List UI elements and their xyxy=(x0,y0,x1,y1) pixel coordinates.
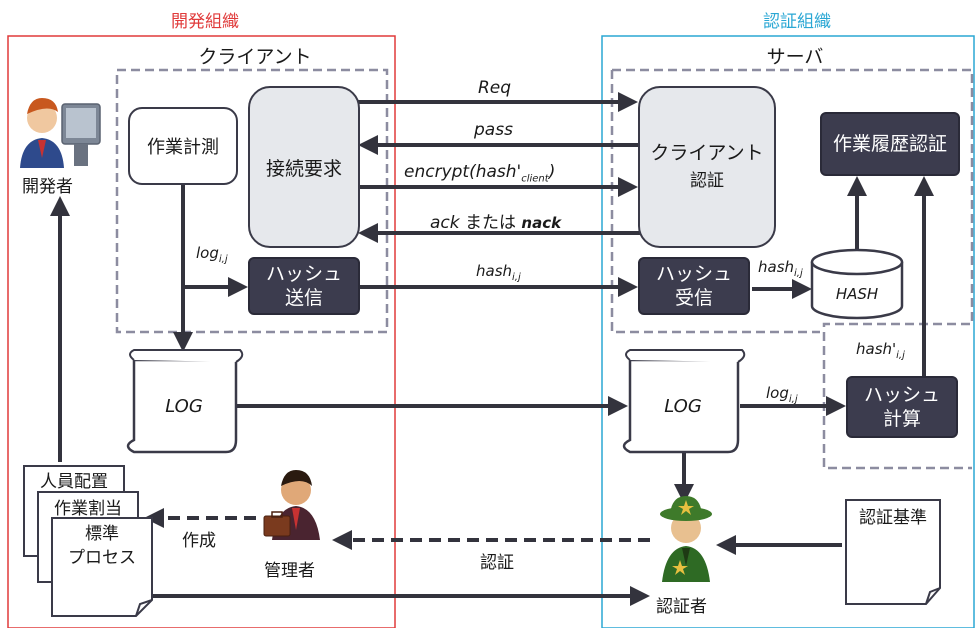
hash-recv-sub: i,j xyxy=(794,268,803,279)
hash-prime-prefix: hash' xyxy=(856,340,897,358)
developer-icon xyxy=(20,98,101,168)
client-auth-box: クライアント 認証 xyxy=(638,86,776,248)
ack-b: nack xyxy=(521,214,562,232)
server-region-title: サーバ xyxy=(766,46,824,68)
connect-request-label: 接続要求 xyxy=(265,157,342,180)
server-area-left xyxy=(610,70,820,334)
staffing-label: 人員配置 xyxy=(40,472,108,492)
cert-criteria-label: 認証基準 xyxy=(859,508,927,528)
standard-line2: プロセス xyxy=(68,548,136,568)
hash-recv-box: ハッシュ 受信 xyxy=(638,257,750,315)
standard-process-label: 標準 プロセス xyxy=(52,522,152,570)
hash-send-line2: 送信 xyxy=(284,287,323,309)
hash-calc-line2: 計算 xyxy=(882,408,921,430)
ack-a: ack xyxy=(430,213,460,233)
hash-send-prefix: hash xyxy=(476,262,513,280)
server-log-label: LOG xyxy=(664,396,702,417)
hash-send-sub: i,j xyxy=(512,272,521,283)
manager-icon xyxy=(263,470,320,540)
hash-prime-label: hash'i,j xyxy=(856,340,905,361)
hash-send-line1: ハッシュ xyxy=(265,263,342,285)
hash-calc-line1: ハッシュ xyxy=(863,384,940,406)
certifier-icon xyxy=(660,496,712,582)
client-auth-line2: 認証 xyxy=(690,171,724,191)
hash-send-label: hashi,j xyxy=(476,262,521,283)
work-alloc-label: 作業割当 xyxy=(54,499,122,519)
dev-org-frame xyxy=(7,35,396,628)
client-log-ij-label: logi,j xyxy=(196,244,228,265)
certifier-label: 認証者 xyxy=(656,597,707,617)
server-log-sub: i,j xyxy=(788,394,798,405)
work-history-auth-label: 作業履歴認証 xyxy=(832,133,947,155)
client-auth-line1: クライアント xyxy=(650,142,764,164)
client-log-scroll xyxy=(126,349,244,454)
client-log-prefix: log xyxy=(196,244,219,262)
client-log-sub: i,j xyxy=(218,254,228,265)
document-stack xyxy=(23,465,153,617)
client-region-title: クライアント xyxy=(198,46,312,68)
encrypt-label: encrypt(hash'client) xyxy=(404,162,555,184)
pass-label: pass xyxy=(474,120,513,140)
hash-recv-line2: 受信 xyxy=(674,287,713,309)
developer-label: 開発者 xyxy=(22,177,73,197)
hash-recv-prefix: hash xyxy=(758,258,795,276)
encrypt-sub: client xyxy=(521,173,549,185)
server-log-ij-label: logi,j xyxy=(766,384,798,405)
ack-mid: または xyxy=(459,213,522,233)
create-label: 作成 xyxy=(182,531,216,551)
manager-label: 管理者 xyxy=(264,561,315,581)
cert-criteria-document xyxy=(845,499,941,605)
encrypt-suffix: ) xyxy=(548,162,556,182)
ack-label: ack または nack xyxy=(430,208,561,233)
certify-label: 認証 xyxy=(480,553,514,573)
client-area xyxy=(115,68,389,334)
hash-recv-line1: ハッシュ xyxy=(655,263,732,285)
req-label: Req xyxy=(478,78,512,98)
work-history-auth-box: 作業履歴認証 xyxy=(820,112,960,176)
work-measure-box: 作業計測 xyxy=(128,107,238,185)
server-log-scroll xyxy=(622,349,746,454)
hash-db-icon xyxy=(810,248,904,320)
dev-org-title: 開発組織 xyxy=(171,12,239,32)
hash-db-label: HASH xyxy=(835,285,879,303)
auth-org-frame xyxy=(601,35,975,628)
encrypt-prefix: encrypt(hash' xyxy=(404,162,522,182)
hash-prime-sub: i,j xyxy=(896,350,905,361)
hash-calc-box: ハッシュ 計算 xyxy=(846,376,958,438)
work-measure-label: 作業計測 xyxy=(147,137,219,158)
auth-org-title: 認証組織 xyxy=(763,12,831,32)
connect-request-box: 接続要求 xyxy=(248,86,360,248)
hash-recv-label: hashi,j xyxy=(758,258,803,279)
client-log-label: LOG xyxy=(165,396,203,417)
server-log-prefix: log xyxy=(766,384,789,402)
hash-send-box: ハッシュ 送信 xyxy=(248,257,360,315)
standard-line1: 標準 xyxy=(85,524,119,544)
server-area xyxy=(612,68,974,470)
